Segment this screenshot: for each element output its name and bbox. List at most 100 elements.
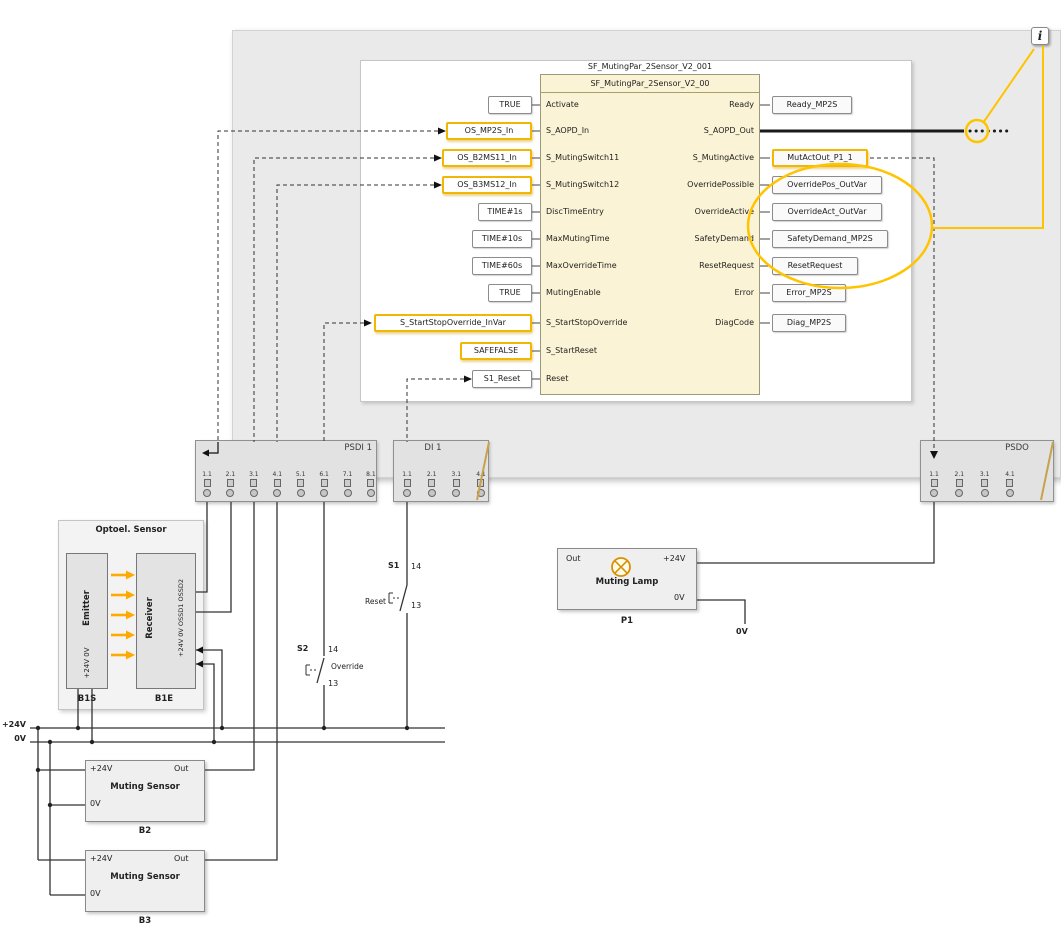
- terminal-pin: 1.1: [199, 471, 215, 497]
- input-var-box: OS_B3MS12_In: [442, 176, 532, 194]
- fb-input-pin: MaxOverrideTime: [546, 261, 617, 270]
- pin-screw: [403, 489, 411, 497]
- info-icon[interactable]: i: [1031, 27, 1049, 45]
- bus-zero-label: 0V: [14, 734, 26, 743]
- receiver-pins-label: +24V 0V OSSD1 OSSD2: [177, 579, 185, 657]
- pin-screw: [343, 489, 352, 497]
- input-var-box: TIME#60s: [472, 257, 532, 275]
- pin-square-contact: [297, 479, 305, 487]
- switch-s1-symbol: [388, 584, 408, 612]
- pin-screw: [296, 489, 305, 497]
- b2-plus-label: +24V: [90, 764, 113, 773]
- input-var-box: TRUE: [488, 96, 532, 114]
- terminal-pin: 3.1: [448, 471, 464, 497]
- pin-number: 3.1: [979, 471, 990, 478]
- pin-square-contact: [344, 479, 352, 487]
- fb-input-pin: Reset: [546, 374, 569, 383]
- pin-number: 1.1: [402, 471, 412, 478]
- fb-input-pin: Activate: [546, 100, 579, 109]
- fb-output-pin: Ready: [729, 100, 754, 109]
- terminal-pin: 5.1: [293, 471, 309, 497]
- output-var-box: SafetyDemand_MP2S: [772, 230, 888, 248]
- switch-s1-terminal-13: 13: [411, 601, 422, 610]
- pin-square-contact: [320, 479, 328, 487]
- di-label: DI 1: [424, 443, 442, 453]
- input-var-box: SAFEFALSE: [460, 342, 532, 360]
- input-var-box: S_StartStopOverride_InVar: [374, 314, 532, 332]
- output-var-box: Diag_MP2S: [772, 314, 846, 332]
- fb-input-pin: MaxMutingTime: [546, 234, 610, 243]
- pin-screw: [452, 489, 461, 497]
- lamp-ref: P1: [620, 616, 634, 626]
- output-var-box: Ready_MP2S: [772, 96, 852, 114]
- input-var-box: TIME#10s: [472, 230, 532, 248]
- switch-s1-terminal-14: 14: [411, 562, 422, 571]
- pin-screw: [427, 489, 436, 497]
- pin-number: 8.1: [366, 471, 376, 478]
- pin-screw: [226, 489, 235, 497]
- pin-number: 6.1: [319, 471, 329, 478]
- pin-screw: [249, 489, 258, 497]
- terminal-pin: 3.1: [977, 471, 993, 497]
- output-var-box: MutActOut_P1_1: [772, 149, 868, 167]
- receiver-label: Receiver: [145, 597, 155, 639]
- lamp-wire-zero-label: 0V: [736, 627, 748, 636]
- pin-number: 4.1: [272, 471, 283, 478]
- muting-sensor-b3-box: [85, 850, 205, 912]
- input-var-box: TIME#1s: [478, 203, 532, 221]
- fb-instance-name: SF_MutingPar_2Sensor_V2_001: [587, 62, 713, 71]
- fb-output-pin: OverrideActive: [694, 207, 754, 216]
- emitter-pins-label: +24V 0V: [83, 647, 91, 679]
- b2-zero-label: 0V: [90, 799, 101, 808]
- input-var-box: S1_Reset: [472, 370, 532, 388]
- b3-out-label: Out: [174, 854, 189, 863]
- input-var-box: OS_B2MS11_In: [442, 149, 532, 167]
- muting-lamp-title: Muting Lamp: [595, 577, 659, 587]
- fb-output-pin: ResetRequest: [699, 261, 754, 270]
- pin-screw: [980, 489, 989, 497]
- pin-number: 1.1: [929, 471, 939, 478]
- output-var-box: ResetRequest: [772, 257, 858, 275]
- fb-output-pin: SafetyDemand: [694, 234, 754, 243]
- pin-number: 5.1: [295, 471, 306, 478]
- pin-square-contact: [203, 479, 211, 487]
- input-var-box: TRUE: [488, 284, 532, 302]
- pin-number: 2.1: [426, 471, 437, 478]
- pin-square-contact: [930, 479, 938, 487]
- fb-output-pin: DiagCode: [715, 318, 754, 327]
- psdo-pins: 1.1 2.1 3.1 4.1: [926, 471, 1018, 497]
- lamp-out-label: Out: [566, 554, 581, 563]
- pin-square-contact: [226, 479, 234, 487]
- terminal-pin: 8.1: [363, 471, 379, 497]
- pin-square-contact: [250, 479, 258, 487]
- lamp-plus-label: +24V: [663, 554, 686, 563]
- pin-square-contact: [1006, 479, 1014, 487]
- terminal-pin: 1.1: [926, 471, 942, 497]
- fb-input-pin: S_MutingSwitch12: [546, 180, 620, 189]
- di-pins: 1.1 2.1 3.1 4.1: [399, 471, 489, 497]
- pin-square-contact: [273, 479, 281, 487]
- b3-plus-label: +24V: [90, 854, 113, 863]
- pin-number: 4.1: [1005, 471, 1015, 478]
- fb-input-pin: MutingEnable: [546, 288, 601, 297]
- terminal-pin: 4.1: [1002, 471, 1018, 497]
- switch-s2-caption: Override: [331, 662, 364, 671]
- optoel-sensor-title: Optoel. Sensor: [95, 525, 167, 535]
- terminal-pin: 7.1: [340, 471, 356, 497]
- pin-screw: [1005, 489, 1014, 497]
- fb-output-pin: S_MutingActive: [692, 153, 754, 162]
- fb-input-pin: S_MutingSwitch11: [546, 153, 620, 162]
- fb-output-pin: Error: [734, 288, 755, 297]
- terminal-pin: 4.1: [473, 471, 489, 497]
- pin-number: 2.1: [954, 471, 965, 478]
- switch-s1-name: S1: [388, 561, 400, 570]
- pin-screw: [476, 489, 485, 497]
- pin-screw: [930, 489, 938, 497]
- psdi-label: PSDI 1: [344, 443, 372, 453]
- terminal-pin: 6.1: [316, 471, 332, 497]
- fb-output-pin: S_AOPD_Out: [703, 126, 754, 135]
- fb-input-pin: DiscTimeEntry: [546, 207, 604, 216]
- pin-screw: [203, 489, 211, 497]
- pin-number: 7.1: [342, 471, 353, 478]
